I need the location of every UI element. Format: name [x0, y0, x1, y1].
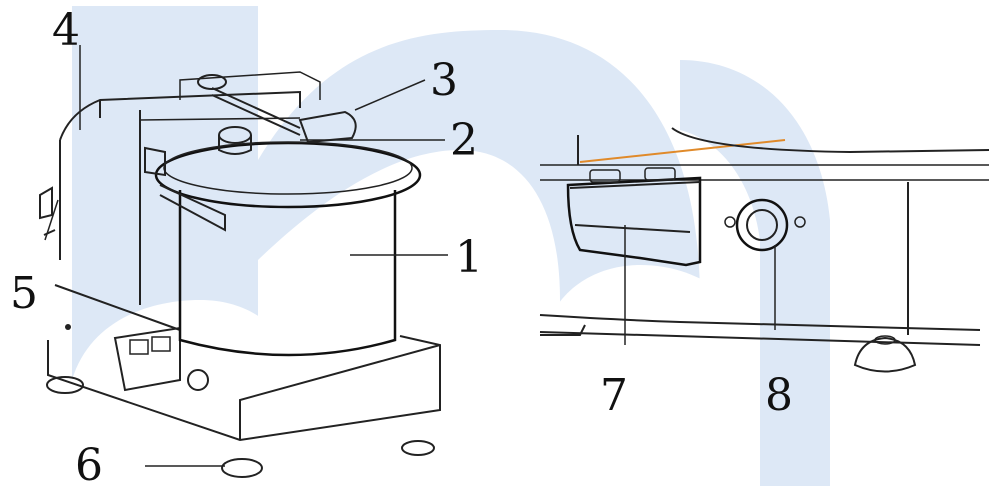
switch-box-detail [569, 181, 701, 233]
knob-screw-right [794, 216, 806, 228]
accent-line [579, 139, 786, 163]
watermark-cutout-mid [545, 265, 760, 486]
base-front-edge [239, 344, 441, 440]
speed-knob [187, 369, 209, 391]
knob-screw-left [724, 216, 736, 228]
callout-7: 7 [600, 370, 628, 421]
top-plate [179, 71, 321, 100]
foot-detail-right-top [874, 335, 896, 345]
scraper-arm [211, 87, 301, 136]
bowl-rim [154, 141, 422, 209]
base-screw [65, 324, 71, 330]
switch-box [566, 176, 702, 267]
foot-detail-right [853, 336, 917, 373]
leader-line-3 [354, 79, 426, 111]
control-box [113, 326, 181, 392]
machine-base [47, 284, 441, 442]
motor-housing-edges [99, 100, 141, 305]
lid-cap-body [218, 135, 252, 155]
scraper-handle [298, 110, 357, 144]
callout-8: 8 [765, 370, 793, 421]
control-knob [735, 198, 789, 252]
switch-b [151, 336, 171, 352]
callout-6: 6 [75, 440, 103, 486]
base-lower-lines [539, 314, 981, 346]
bowl-handle [159, 184, 226, 232]
watermark-right-stem [680, 60, 830, 486]
leader-line-5 [44, 199, 59, 241]
switch-box-button-b [644, 167, 676, 181]
switch-box-button-a [589, 169, 621, 183]
foot-detail-left [540, 324, 586, 336]
right-detail: 7 8 [539, 127, 989, 421]
callout-3: 3 [430, 55, 458, 106]
control-knob-inner [746, 209, 778, 241]
callout-4: 4 [52, 5, 80, 56]
lock-clip [144, 146, 166, 177]
foot-right [401, 440, 435, 456]
switch-a [129, 339, 149, 355]
left-machine: 1 2 3 4 5 6 [10, 5, 483, 486]
side-latch [39, 186, 56, 236]
callout-1: 1 [455, 232, 483, 283]
callout-5: 5 [10, 268, 38, 319]
watermark [72, 6, 830, 486]
callout-2: 2 [450, 115, 478, 166]
foot-front [221, 458, 263, 478]
top-edges [577, 127, 989, 165]
upper-surface-lines [540, 164, 989, 181]
bowl-body [178, 190, 397, 357]
foot-left [46, 376, 84, 394]
top-plate-edge [139, 117, 301, 121]
